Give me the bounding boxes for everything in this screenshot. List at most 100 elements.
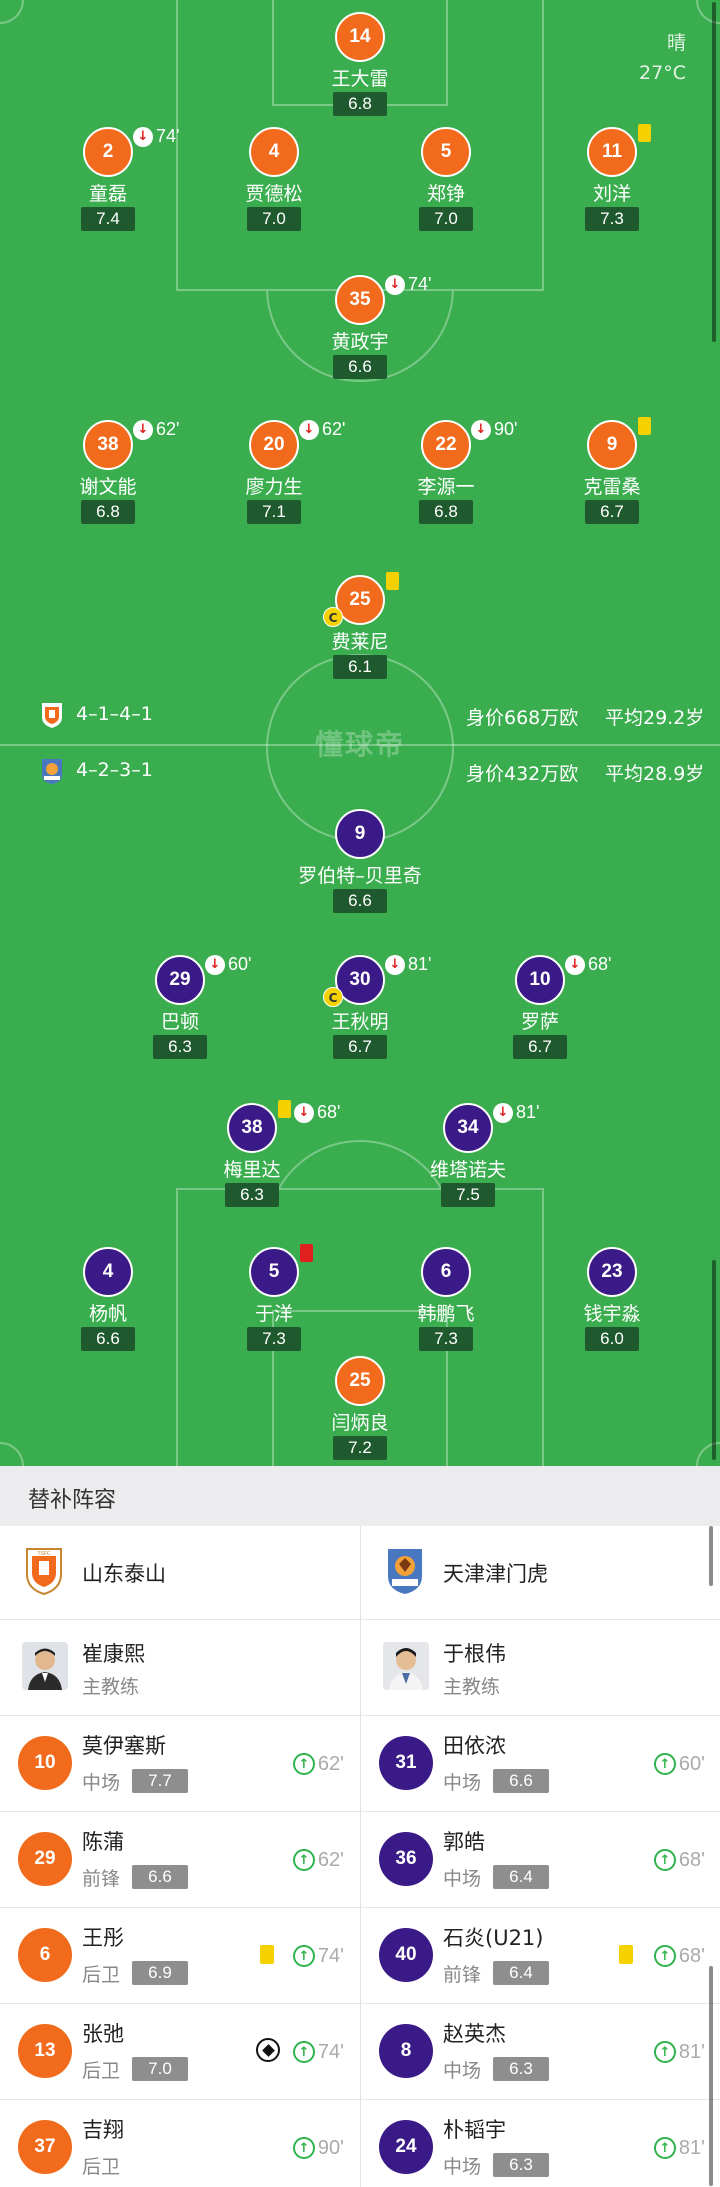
bench-player[interactable]: 13 张弛 后卫 7.0 ↑74' <box>0 2004 360 2100</box>
player-home-35[interactable]: 35 ↓ 74' 黄政宇 6.6 <box>265 274 455 385</box>
corner-arc <box>696 1442 720 1466</box>
player-away-34[interactable]: 34 ↓ 81' 维塔诺夫 7.5 <box>373 1102 563 1213</box>
player-away-10[interactable]: 10 ↓ 68' 罗萨 6.7 <box>445 954 635 1065</box>
jersey-number: 11 <box>587 127 637 177</box>
sub-in-indicator: ↑60' <box>653 1751 705 1777</box>
player-away-5[interactable]: 5 于洋 7.3 <box>179 1244 369 1357</box>
sub-in-icon: ↑ <box>653 2137 676 2159</box>
player-home-22[interactable]: 22 ↓ 90' 李源一 6.8 <box>351 419 541 530</box>
sub-in-icon: ↑ <box>292 1753 315 1775</box>
bench-player[interactable]: 37 吉翔 后卫 ↑90' <box>0 2100 360 2187</box>
sub-off-icon: ↓ <box>133 127 153 147</box>
scrollbar[interactable] <box>709 1526 713 1586</box>
sub-in-indicator: ↑90' <box>292 2135 344 2161</box>
sub-in-icon: ↑ <box>653 1849 676 1871</box>
player-away-30[interactable]: 30 ↓ 81' C 王秋明 6.7 <box>265 954 455 1065</box>
away-coach[interactable]: 于根伟 主教练 <box>361 1620 720 1716</box>
scrollbar[interactable] <box>712 2 716 342</box>
sub-minute: 81' <box>408 954 432 974</box>
corner-arc <box>0 0 24 24</box>
sub-minute: 90' <box>494 419 518 439</box>
player-name: 闫炳良 <box>331 1412 389 1434</box>
sub-in-indicator: ↑74' <box>292 2039 344 2065</box>
player-home-5[interactable]: 5 郑铮 7.0 <box>351 127 541 237</box>
sub-minute: 74' <box>408 274 432 294</box>
player-rating: 7.1 <box>247 500 301 524</box>
player-name: 莫伊塞斯 <box>82 1734 166 1758</box>
player-rating: 6.8 <box>333 92 387 116</box>
player-rating: 7.0 <box>132 2057 188 2081</box>
jersey-number: 5 <box>421 127 471 177</box>
weather-info: 晴 27°C <box>639 28 686 88</box>
player-rating: 7.5 <box>441 1183 495 1207</box>
jersey-number: 20 <box>249 420 299 470</box>
sub-minute: 62' <box>322 419 346 439</box>
coach-avatar <box>22 1642 68 1690</box>
sub-off-icon: ↓ <box>294 1103 314 1123</box>
bench-player[interactable]: 6 王彤 后卫 6.9 ↑74' <box>0 1908 360 2004</box>
player-rating: 6.6 <box>333 355 387 379</box>
player-home-4[interactable]: 4 贾德松 7.0 <box>179 127 369 237</box>
bench-player[interactable]: 24 朴韬宇 中场 6.3 ↑81' <box>361 2100 720 2187</box>
player-rating: 6.3 <box>225 1183 279 1207</box>
sub-in-icon: ↑ <box>292 2137 315 2159</box>
bench-player[interactable]: 36 郭皓 中场 6.4 ↑68' <box>361 1812 720 1908</box>
bench-player[interactable]: 10 莫伊塞斯 中场 7.7 ↑62' <box>0 1716 360 1812</box>
bench-header: 替补阵容 <box>0 1466 720 1526</box>
player-away-29[interactable]: 29 ↓ 60' 巴顿 6.3 <box>85 954 275 1065</box>
player-home-20[interactable]: 20 ↓ 62' 廖力生 7.1 <box>179 419 369 530</box>
player-home-14[interactable]: 14 王大雷 6.8 <box>265 12 455 122</box>
player-name: 谢文能 <box>79 476 137 498</box>
sub-in-minute: 62' <box>317 1752 344 1775</box>
jersey-number: 10 <box>515 955 565 1005</box>
player-rating: 6.3 <box>493 2153 549 2177</box>
player-away-25[interactable]: 25 闫炳良 7.2 <box>265 1356 455 1466</box>
player-position: 中场 <box>443 1868 482 1890</box>
sub-minute: 68' <box>317 1102 341 1122</box>
sub-in-minute: 81' <box>678 2040 705 2063</box>
away-bench-team[interactable]: 天津津门虎 <box>361 1526 720 1620</box>
jersey-number: 38 <box>227 1103 277 1153</box>
player-rating: 7.7 <box>132 1769 188 1793</box>
away-bench-team-name: 天津津门虎 <box>443 1562 548 1586</box>
player-home-38[interactable]: 38 ↓ 62' 谢文能 6.8 <box>13 419 203 530</box>
jersey-number: 38 <box>83 420 133 470</box>
bench-player[interactable]: 40 石炎(U21) 前锋 6.4 ↑68' <box>361 1908 720 2004</box>
player-away-4[interactable]: 4 杨帆 6.6 <box>13 1247 203 1357</box>
player-home-2[interactable]: 2 ↓ 74' 童磊 7.4 <box>13 126 203 237</box>
sub-in-minute: 74' <box>317 2040 344 2063</box>
player-name: 王秋明 <box>331 1011 389 1033</box>
player-away-38[interactable]: 38 ↓ 68' 梅里达 6.3 <box>157 1100 347 1213</box>
player-name: 王大雷 <box>331 68 389 90</box>
sub-in-minute: 90' <box>317 2136 344 2159</box>
bench-player[interactable]: 8 赵英杰 中场 6.3 ↑81' <box>361 2004 720 2100</box>
bench-player[interactable]: 31 田依浓 中场 6.6 ↑60' <box>361 1716 720 1812</box>
player-away-9[interactable]: 9 罗伯特–贝里奇 6.6 <box>265 809 455 919</box>
player-name: 田依浓 <box>443 1734 506 1758</box>
sub-in-minute: 74' <box>317 1944 344 1967</box>
player-rating: 6.6 <box>493 1769 549 1793</box>
jersey-number: 37 <box>18 2120 72 2174</box>
sub-off-icon: ↓ <box>565 955 585 975</box>
player-home-11[interactable]: 11 刘洋 7.3 <box>517 124 707 237</box>
home-bench-team[interactable]: TSFC 山东泰山 <box>0 1526 360 1620</box>
bench-player[interactable]: 29 陈蒲 前锋 6.6 ↑62' <box>0 1812 360 1908</box>
player-home-9[interactable]: 9 克雷桑 6.7 <box>517 417 707 530</box>
player-rating: 6.7 <box>585 500 639 524</box>
home-coach[interactable]: 崔康熙 主教练 <box>0 1620 360 1716</box>
corner-arc <box>696 0 720 24</box>
player-position: 前锋 <box>443 1964 482 1986</box>
watermark: 懂球帝 <box>314 728 405 761</box>
player-rating: 7.4 <box>81 207 135 231</box>
coach-role: 主教练 <box>82 1676 140 1698</box>
player-away-23[interactable]: 23 钱宇淼 6.0 <box>517 1247 707 1357</box>
player-position: 后卫 <box>82 2156 121 2178</box>
player-name: 于洋 <box>254 1303 293 1325</box>
scrollbar[interactable] <box>709 1966 713 2186</box>
player-away-6[interactable]: 6 韩鹏飞 7.3 <box>351 1247 541 1357</box>
scrollbar[interactable] <box>712 1260 716 1460</box>
player-rating: 7.0 <box>247 207 301 231</box>
player-home-25[interactable]: 25 C 费莱尼 6.1 <box>265 572 455 685</box>
jersey-number: 25 <box>335 575 385 625</box>
